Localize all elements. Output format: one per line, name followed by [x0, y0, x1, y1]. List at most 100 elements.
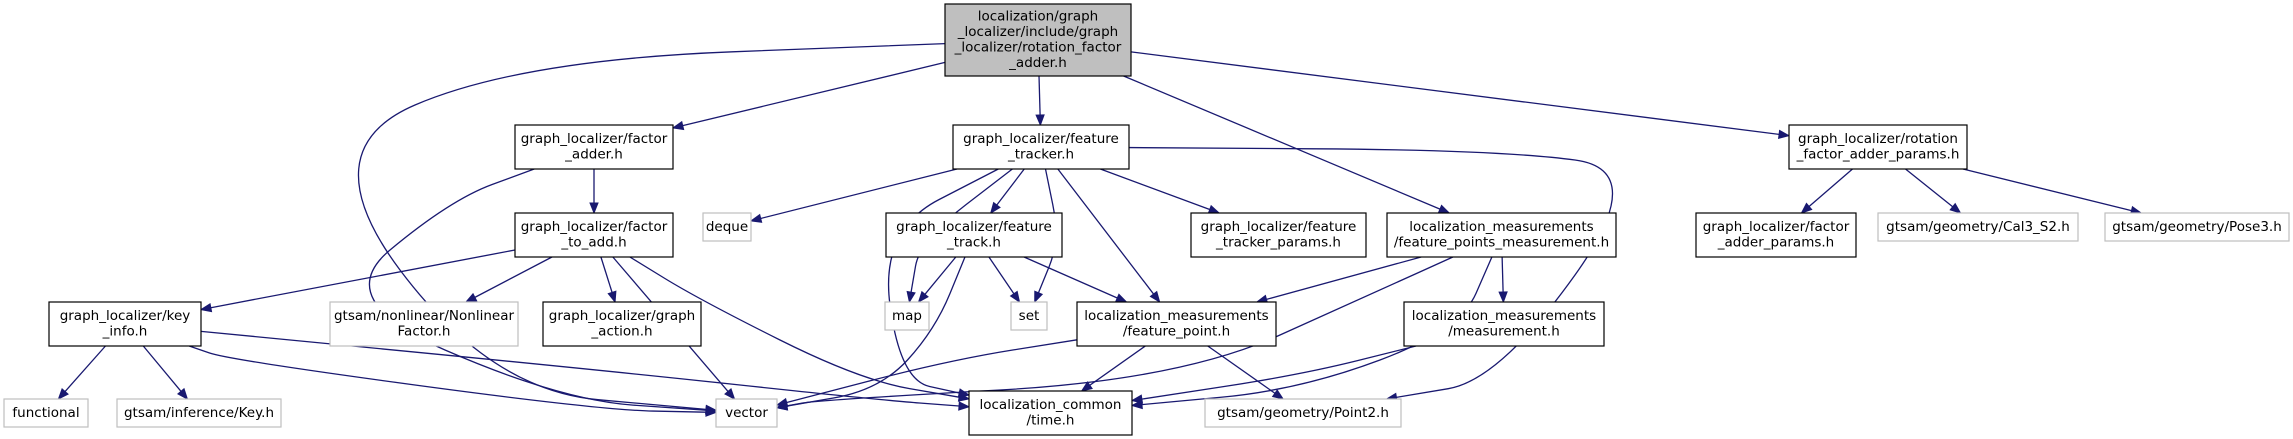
edge-key_info-to-key_h: [142, 345, 189, 401]
edge-feature_track-to-map: [917, 256, 957, 304]
node-ft-params[interactable]: graph_localizer/feature_tracker_params.h: [1190, 212, 1367, 258]
arrowhead: [1207, 204, 1221, 214]
node-key-info[interactable]: graph_localizer/key_info.h: [48, 301, 202, 347]
edge-line: [1501, 256, 1504, 293]
node-label-line: _track.h: [946, 235, 1001, 251]
node-root[interactable]: localization/graph_localizer/include/gra…: [944, 3, 1132, 77]
node-label-line: /feature_point.h: [1123, 324, 1230, 340]
node-label-line: _factor_adder_params.h: [1796, 147, 1960, 163]
edge-line: [188, 345, 707, 413]
node-label-line: _adder.h: [564, 147, 623, 163]
node-box: [1788, 124, 1968, 170]
edge-line: [1128, 146, 1614, 398]
arrowhead: [57, 388, 69, 401]
node-measurement[interactable]: localization_measurements/measurement.h: [1403, 301, 1605, 347]
edge-line: [1962, 168, 2132, 212]
edge-feature_point-to-time: [1080, 345, 1146, 392]
arrowhead: [607, 290, 617, 304]
node-label-line: map: [892, 308, 922, 324]
node-factor-to-add[interactable]: graph_localizer/factor_to_add.h: [514, 212, 674, 258]
node-box: [1695, 212, 1857, 258]
node-time[interactable]: localization_common/time.h: [968, 390, 1133, 436]
edge-measurement-to-time: [1130, 345, 1417, 404]
edge-line: [1023, 256, 1118, 299]
arrowhead: [1080, 381, 1093, 392]
edge-root-to-rfa_params: [1130, 51, 1791, 140]
arrowhead: [705, 407, 718, 417]
edge-line: [142, 345, 182, 392]
arrowhead: [1114, 293, 1128, 303]
node-label-line: graph_localizer/factor: [521, 131, 668, 147]
arrowhead: [775, 397, 789, 407]
node-label-line: _adder_params.h: [1717, 235, 1834, 251]
node-box: [885, 212, 1063, 258]
node-label-line: _to_add.h: [560, 235, 626, 251]
node-label-line: graph_localizer/graph: [549, 308, 695, 324]
edge-line: [368, 168, 707, 411]
edge-fpm-to-feature_point: [1255, 256, 1422, 304]
node-box: [952, 124, 1130, 170]
edge-line: [760, 168, 958, 220]
node-factor-adder[interactable]: graph_localizer/factor_adder.h: [514, 124, 674, 170]
edge-line: [64, 345, 106, 392]
node-key-h: gtsam/inference/Key.h: [116, 398, 282, 428]
edge-factor_to_add-to-graph_action: [600, 256, 617, 304]
node-box: [514, 212, 674, 258]
arrowhead: [1130, 394, 1144, 404]
node-box: [1403, 301, 1605, 347]
edge-line: [200, 330, 960, 407]
node-label-line: Factor.h: [398, 324, 451, 340]
node-box: [884, 301, 930, 331]
node-label-line: graph_localizer/factor: [1703, 219, 1850, 235]
node-label-line: _adder.h: [1008, 55, 1067, 71]
node-label-line: /measurement.h: [1448, 324, 1560, 340]
node-pose3: gtsam/geometry/Pose3.h: [2104, 212, 2290, 242]
arrowhead: [957, 388, 971, 398]
arrowhead: [1777, 129, 1791, 140]
node-label-line: graph_localizer/feature: [896, 219, 1052, 235]
node-label-line: _localizer/rotation_factor: [954, 40, 1122, 56]
node-label-line: _info.h: [102, 324, 148, 340]
node-fpm[interactable]: localization_measurements/feature_points…: [1386, 212, 1617, 258]
edge-line: [1089, 345, 1146, 386]
edge-root-to-factor_adder: [671, 61, 946, 131]
edge-line: [988, 256, 1015, 295]
edge-factor_to_add-to-key_info: [199, 249, 516, 313]
node-label-line: localization_measurements: [1412, 308, 1596, 324]
node-label-line: set: [1019, 308, 1040, 324]
arrowhead: [1800, 202, 1813, 214]
arrowhead: [1498, 291, 1508, 304]
arrowhead: [749, 213, 763, 223]
node-label-line: localization_measurements: [1084, 308, 1268, 324]
edge-line: [924, 256, 957, 295]
node-label-line: gtsam/nonlinear/Nonlinear: [334, 308, 515, 324]
edge-rfa_params-to-cal3: [1905, 168, 1962, 214]
edge-factor_adder-to-factor_to_add: [589, 169, 599, 215]
node-label-line: functional: [12, 405, 79, 421]
node-box: [1076, 301, 1277, 347]
node-feature-track[interactable]: graph_localizer/feature_track.h: [885, 212, 1063, 258]
node-box: [3, 398, 89, 428]
edge-feature_track-to-set: [988, 256, 1021, 304]
node-fa-params[interactable]: graph_localizer/factor_adder_params.h: [1695, 212, 1857, 258]
node-label-line: localization_common: [980, 397, 1122, 413]
node-label-line: vector: [725, 405, 768, 421]
arrowhead: [1035, 114, 1045, 127]
node-graph-action[interactable]: graph_localizer/graph_action.h: [542, 301, 702, 347]
node-label-line: _tracker_params.h: [1215, 235, 1341, 251]
edge-feature_point-to-vector: [775, 339, 1078, 407]
arrowhead: [989, 201, 1001, 215]
node-label-line: _tracker.h: [1007, 147, 1074, 163]
node-rfa-params[interactable]: graph_localizer/rotation_factor_adder_pa…: [1788, 124, 1968, 170]
edge-feature_track-to-feature_point: [1023, 256, 1128, 303]
node-feature-point[interactable]: localization_measurements/feature_point.…: [1076, 301, 1277, 347]
node-label-line: _localizer/include/graph: [957, 24, 1118, 40]
node-box: [514, 124, 674, 170]
arrowhead: [724, 387, 736, 401]
arrowhead: [1009, 290, 1021, 304]
node-feature-tracker[interactable]: graph_localizer/feature_tracker.h: [952, 124, 1130, 170]
node-box: [1010, 301, 1048, 331]
edge-line: [996, 168, 1025, 206]
